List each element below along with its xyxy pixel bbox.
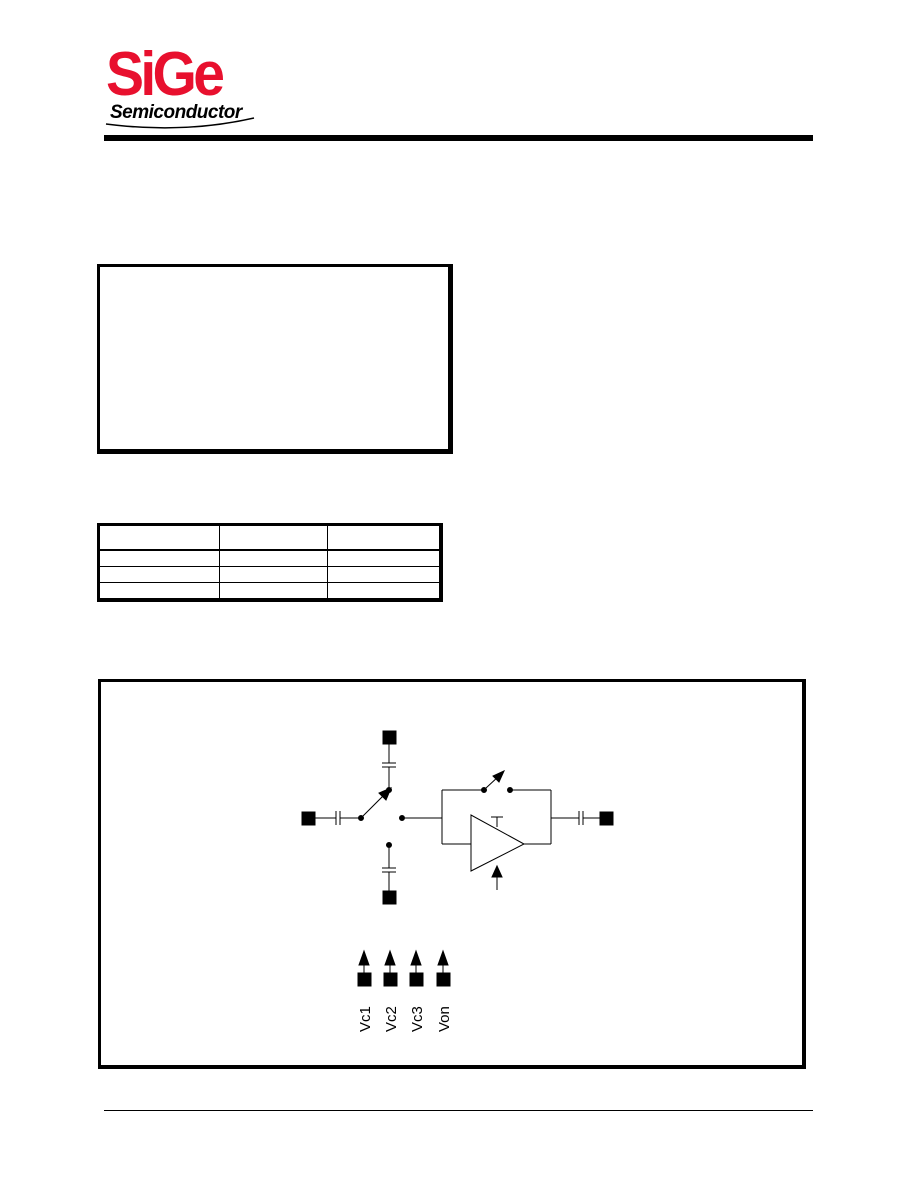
table-header-cell xyxy=(218,524,328,551)
block-diagram: Vc1 Vc2 Vc3 Von xyxy=(98,679,806,1069)
table-header-cell xyxy=(98,524,220,551)
switch-right-contact xyxy=(399,815,442,821)
table-cell xyxy=(218,549,328,567)
table-cell xyxy=(326,549,442,567)
pin-label-vc1: Vc1 xyxy=(357,1006,374,1032)
table-cell xyxy=(218,582,328,601)
table-cell xyxy=(218,566,328,583)
logo-swoosh-icon xyxy=(105,117,255,129)
table-cell xyxy=(326,566,442,583)
info-box xyxy=(97,264,453,454)
control-pin-von xyxy=(436,949,451,987)
table-cell xyxy=(326,582,442,601)
company-logo: SiGe Semiconductor xyxy=(104,44,264,134)
header-rule xyxy=(104,135,813,141)
pin-label-vc3: Vc3 xyxy=(409,1006,426,1032)
top-rf-port xyxy=(382,730,397,793)
table-header-row xyxy=(98,524,442,551)
sp3t-switch-icon xyxy=(362,787,392,817)
logo-brand: SiGe xyxy=(106,40,225,109)
pin-label-vc2: Vc2 xyxy=(383,1006,400,1032)
table-row xyxy=(98,566,442,583)
logo-subtitle: Semiconductor xyxy=(110,102,242,123)
control-pin-vc1 xyxy=(357,949,372,987)
table-row xyxy=(98,582,442,601)
control-pin-vc2 xyxy=(383,949,398,987)
bottom-rf-port xyxy=(382,842,397,905)
ordering-table xyxy=(97,523,443,602)
block-diagram-svg: Vc1 Vc2 Vc3 Von xyxy=(301,730,614,1032)
table-header-cell xyxy=(326,524,442,551)
table-cell xyxy=(98,566,220,583)
amplifier-triangle-icon xyxy=(442,814,551,890)
table-cell xyxy=(98,582,220,601)
footer-rule xyxy=(104,1110,813,1111)
pin-label-von: Von xyxy=(436,1006,453,1032)
table-row xyxy=(98,549,442,567)
control-pins xyxy=(357,949,451,987)
table-cell xyxy=(98,549,220,567)
control-pin-vc3 xyxy=(409,949,424,987)
left-rf-port xyxy=(301,811,364,826)
bypass-switch-icon xyxy=(441,769,552,844)
output-rf-port xyxy=(551,811,614,826)
